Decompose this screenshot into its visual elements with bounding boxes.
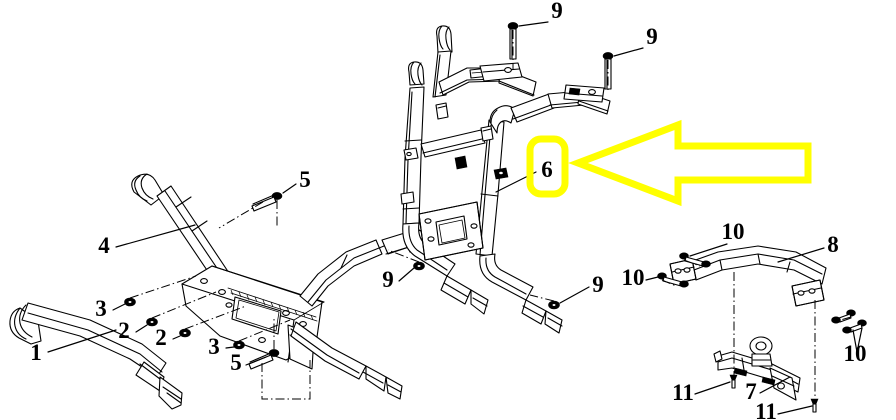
left-assembly <box>9 173 428 410</box>
leader-2a <box>135 324 148 333</box>
leader-8 <box>777 247 825 263</box>
leader-10c <box>852 329 858 353</box>
callout-9a: 9 <box>551 0 563 23</box>
bolt-5a <box>251 192 283 212</box>
leader-4 <box>115 224 196 248</box>
part-8-bar <box>669 245 827 307</box>
left-assembly-exit-tube <box>290 321 403 400</box>
nut-2b <box>179 328 191 338</box>
leader-1 <box>47 329 117 353</box>
leader-11a <box>694 381 731 395</box>
leader-11b <box>777 405 813 415</box>
callout-numbers: 1 2 2 3 3 4 5 5 6 7 8 9 9 9 9 10 10 10 1… <box>30 0 866 420</box>
hardware-fasteners <box>124 22 867 413</box>
leader-7 <box>759 376 791 394</box>
callout-10a: 10 <box>722 219 745 244</box>
yellow-highlight-annotation <box>526 119 812 207</box>
highlight-arrow <box>568 119 812 207</box>
leader-9b <box>613 47 644 57</box>
callout-3a: 3 <box>95 296 107 321</box>
bolt-9a <box>507 22 519 60</box>
callout-4: 4 <box>98 233 110 258</box>
bolt-9b <box>602 52 614 90</box>
callout-9b: 9 <box>646 24 658 49</box>
bolt-set-10a <box>657 252 711 288</box>
part-1-lower-tube <box>9 302 183 410</box>
callout-10b: 10 <box>622 265 645 290</box>
nut-9d <box>548 300 560 310</box>
nut-3a <box>124 297 136 307</box>
leader-3b <box>225 346 235 349</box>
leader-9a <box>518 21 549 27</box>
center-mount-plate <box>418 201 484 261</box>
bolt-11a <box>729 374 738 389</box>
leader-9c <box>398 267 415 282</box>
callout-9c: 9 <box>382 267 394 292</box>
leader-10a <box>689 243 728 257</box>
callout-5b: 5 <box>230 350 242 375</box>
bolt-11b <box>810 398 819 413</box>
callout-2b: 2 <box>155 325 167 350</box>
leader-5a <box>282 183 297 194</box>
callout-1: 1 <box>30 340 42 365</box>
nut-9c <box>413 261 425 271</box>
leader-10c2 <box>856 327 863 353</box>
callout-2a: 2 <box>118 318 130 343</box>
leader-3a <box>112 303 126 311</box>
callout-3b: 3 <box>208 334 220 359</box>
leader-10b <box>645 276 659 281</box>
callout-5a: 5 <box>299 167 311 192</box>
callout-8: 8 <box>827 232 839 257</box>
part-6-center-frame <box>400 25 611 334</box>
leader-lines <box>47 21 863 415</box>
leader-9d <box>559 286 590 304</box>
callout-9d: 9 <box>592 272 604 297</box>
leader-5b <box>245 356 267 366</box>
nut-3b <box>233 340 245 350</box>
highlight-box-6 <box>526 135 569 198</box>
alignment-lines <box>129 30 852 400</box>
frame-clamps <box>400 102 509 205</box>
callout-11a: 11 <box>672 380 694 405</box>
callout-7: 7 <box>745 379 757 404</box>
callout-10c: 10 <box>844 341 867 366</box>
callout-11b: 11 <box>755 399 777 420</box>
callout-6: 6 <box>541 157 553 182</box>
leader-2b <box>172 335 181 340</box>
